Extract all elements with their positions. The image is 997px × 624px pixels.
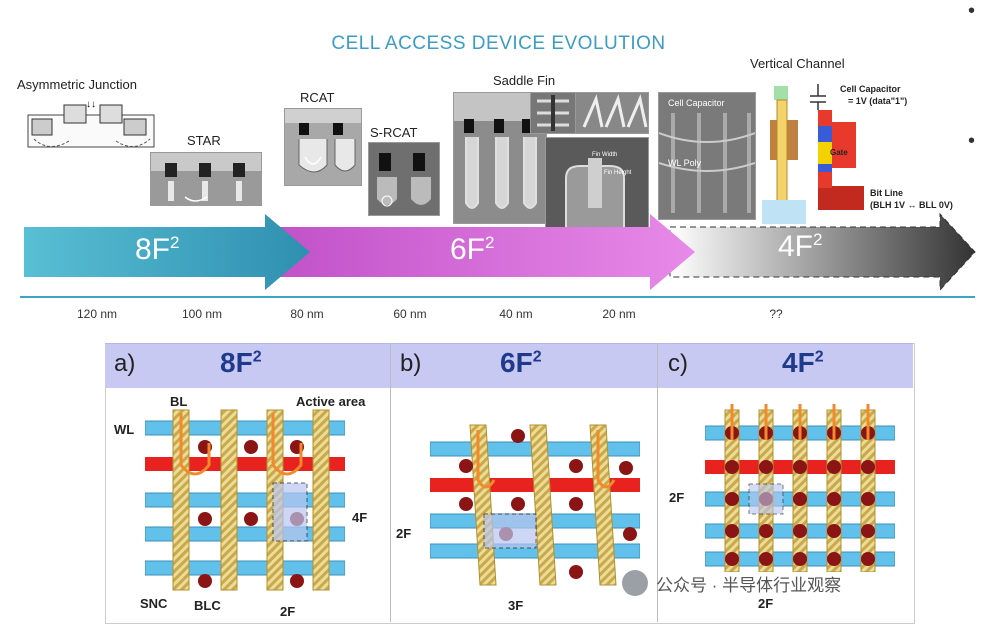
arrow-label-4f2: 4F2 — [778, 230, 823, 263]
saddle-fin-inset-a — [530, 92, 576, 134]
watermark-text: 公众号 · 半导体行业观察 — [656, 576, 842, 595]
label-star: STAR — [187, 133, 221, 148]
timeline-line — [20, 296, 975, 298]
label-active-area: Active area — [296, 394, 366, 409]
dim-label-b-horizontal: 3F — [508, 598, 524, 613]
label-bl: BL — [170, 394, 188, 409]
node-label: 20 nm — [602, 307, 636, 321]
label-bit-line: Bit Line — [870, 188, 903, 198]
label-snc: SNC — [140, 596, 168, 611]
dim-label-c-vertical: 2F — [669, 490, 685, 505]
page-title: CELL ACCESS DEVICE EVOLUTION — [331, 33, 666, 54]
label-wl: WL — [114, 422, 135, 437]
label-s-rcat: S-RCAT — [370, 125, 418, 140]
vertical-transistor-drawing — [762, 86, 806, 224]
panel-a-letter: a) — [114, 350, 136, 377]
label-cap-note-title: Cell Capacitor — [840, 84, 901, 94]
vertical-channel-image — [658, 92, 756, 220]
node-label: 120 nm — [76, 307, 118, 321]
s-rcat-image — [368, 142, 440, 216]
svg-text:Fin Height: Fin Height — [604, 170, 632, 176]
label-cell-capacitor-image: Cell Capacitor — [668, 98, 725, 108]
svg-text:Fin Width: Fin Width — [592, 152, 617, 158]
panel-a-title: 8F2 — [220, 347, 262, 378]
arrow-6f2 — [265, 214, 695, 290]
saddle-fin-cross-section: Fin Width Fin Height — [545, 137, 649, 229]
node-label: 60 nm — [393, 307, 427, 321]
dim-label-b-vertical: 2F — [396, 526, 412, 541]
label-bit-line-note: (BLH 1V ↔ BLL 0V) — [870, 200, 953, 210]
panel-b-letter: b) — [400, 350, 422, 377]
label-gate: Gate — [830, 148, 848, 157]
dim-label-a-horizontal: 2F — [280, 604, 296, 619]
label-cap-note-value: = 1V (data"1") — [848, 96, 908, 106]
evolution-arrows — [24, 212, 976, 292]
panel-c-letter: c) — [668, 350, 688, 377]
panel-header-band — [105, 343, 913, 388]
dim-label-a-vertical: 4F — [352, 510, 368, 525]
bullet-icon: • — [968, 0, 976, 22]
saddle-fin-inset-b — [575, 92, 649, 134]
star-image — [150, 152, 262, 206]
panel-c-diagram — [705, 404, 895, 572]
label-rcat: RCAT — [300, 90, 335, 105]
node-label: 100 nm — [181, 307, 223, 321]
panel-divider — [657, 343, 658, 622]
wechat-logo-icon — [622, 570, 648, 596]
panel-divider — [390, 343, 391, 622]
panel-b-diagram — [430, 424, 640, 586]
arrow-label-6f2: 6F2 — [450, 233, 495, 266]
dim-label-c-horizontal: 2F — [758, 596, 774, 611]
panel-a-diagram — [145, 409, 345, 591]
label-blc: BLC — [194, 598, 221, 613]
arrow-8f2 — [24, 214, 310, 290]
label-asymmetric-junction: Asymmetric Junction — [17, 77, 137, 92]
svg-text:↓↓: ↓↓ — [86, 99, 96, 110]
asymmetric-junction-sketch: ↓↓ — [27, 99, 155, 148]
panel-b-title: 6F2 — [500, 347, 542, 378]
label-wl-poly: WL Poly — [668, 158, 702, 168]
node-label: 80 nm — [290, 307, 324, 321]
rcat-image — [284, 108, 362, 186]
node-label: ?? — [769, 307, 783, 321]
label-vertical-channel: Vertical Channel — [750, 56, 845, 71]
label-saddle-fin: Saddle Fin — [493, 73, 556, 88]
bullet-icon: • — [968, 130, 976, 152]
node-label: 40 nm — [499, 307, 533, 321]
vertical-cell-schematic — [810, 84, 864, 210]
arrow-label-8f2: 8F2 — [135, 233, 180, 266]
panel-c-title: 4F2 — [782, 347, 824, 378]
arrow-4f2 — [669, 212, 976, 292]
